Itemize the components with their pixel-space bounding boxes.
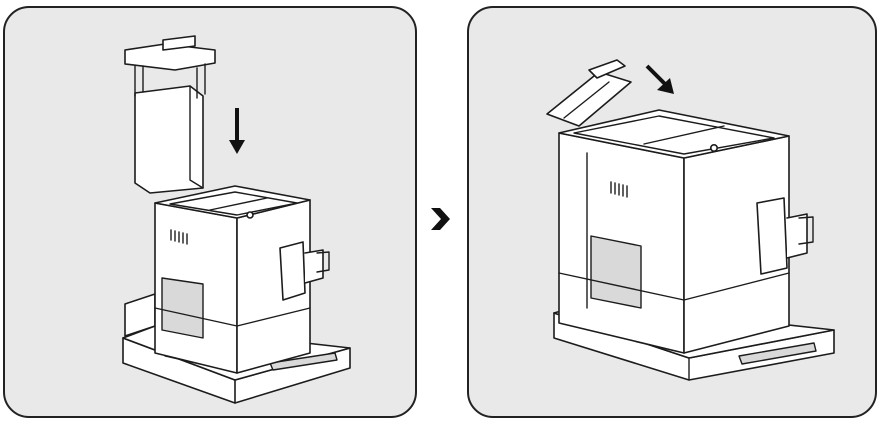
down-arrow-icon — [229, 108, 245, 154]
step-1-illustration — [122, 35, 351, 404]
diagonal-arrow-icon — [645, 64, 674, 94]
water-tank-lid — [546, 59, 632, 127]
water-tank — [124, 35, 216, 194]
step-2-panel — [467, 6, 877, 418]
chevron-right-icon — [431, 208, 450, 230]
machine-body — [154, 185, 330, 374]
step-1-panel — [3, 6, 417, 418]
step-2-illustration — [546, 59, 835, 381]
machine-body — [558, 109, 814, 354]
